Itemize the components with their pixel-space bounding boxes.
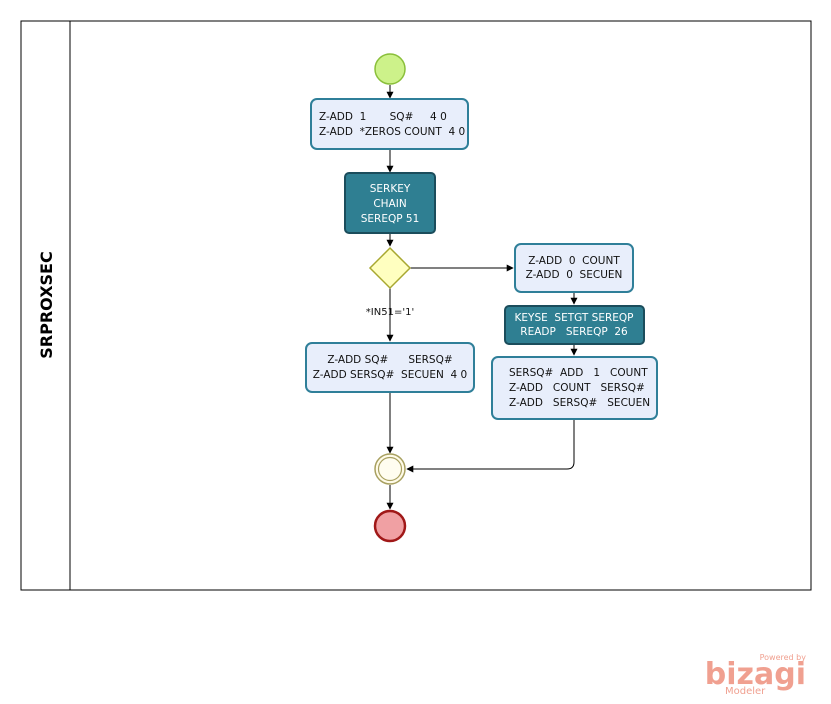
pool-title: SRPROXSEC (37, 251, 56, 358)
exclusive-gateway[interactable] (368, 246, 412, 290)
task-reset-line-1: Z-ADD 0 COUNT (528, 255, 620, 267)
task-chain-line-3: SEREQP 51 (361, 213, 420, 225)
task-setgt[interactable]: KEYSE SETGT SEREQP READP SEREQP 26 (504, 305, 645, 345)
watermark-powered-by: Powered by (760, 653, 807, 662)
start-event[interactable] (374, 53, 406, 85)
task-init-line-2: Z-ADD *ZEROS COUNT 4 0 (319, 126, 465, 138)
watermark-product: Modeler (725, 686, 766, 697)
task-chain[interactable]: SERKEY CHAIN SEREQP 51 (344, 172, 436, 234)
task-copy-left-line-1: Z-ADD SQ# SERSQ# (327, 354, 452, 366)
task-setgt-line-1: KEYSE SETGT SEREQP (515, 312, 634, 324)
task-chain-line-2: CHAIN (373, 198, 406, 210)
task-copy-left[interactable]: Z-ADD SQ# SERSQ# Z-ADD SERSQ# SECUEN 4 0 (305, 342, 475, 393)
merge-event[interactable] (374, 453, 406, 485)
task-setgt-line-2: READP SEREQP 26 (520, 326, 628, 338)
task-reset-line-2: Z-ADD 0 SECUEN (526, 269, 623, 281)
task-copy-right-line-3: Z-ADD SERSQ# SECUEN (509, 397, 650, 409)
end-event[interactable] (373, 509, 407, 543)
task-copy-right-line-1: SERSQ# ADD 1 COUNT (509, 367, 648, 379)
flow-copy-right-to-merge (406, 419, 575, 473)
task-init-line-1: Z-ADD 1 SQ# 4 0 (319, 111, 447, 123)
task-copy-right[interactable]: SERSQ# ADD 1 COUNT Z-ADD COUNT SERSQ# Z-… (491, 356, 658, 420)
bizagi-watermark: Powered by bizagi Modeler (705, 653, 806, 697)
task-init[interactable]: Z-ADD 1 SQ# 4 0 Z-ADD *ZEROS COUNT 4 0 (310, 98, 469, 150)
task-copy-left-line-2: Z-ADD SERSQ# SECUEN 4 0 (313, 369, 467, 381)
gateway-condition-label: *IN51='1' (366, 307, 414, 318)
watermark-brand: bizagi (705, 657, 806, 692)
task-reset[interactable]: Z-ADD 0 COUNT Z-ADD 0 SECUEN (514, 243, 634, 293)
sequence-flows (386, 85, 578, 510)
task-chain-line-1: SERKEY (370, 183, 411, 195)
task-copy-right-line-2: Z-ADD COUNT SERSQ# (509, 382, 645, 394)
